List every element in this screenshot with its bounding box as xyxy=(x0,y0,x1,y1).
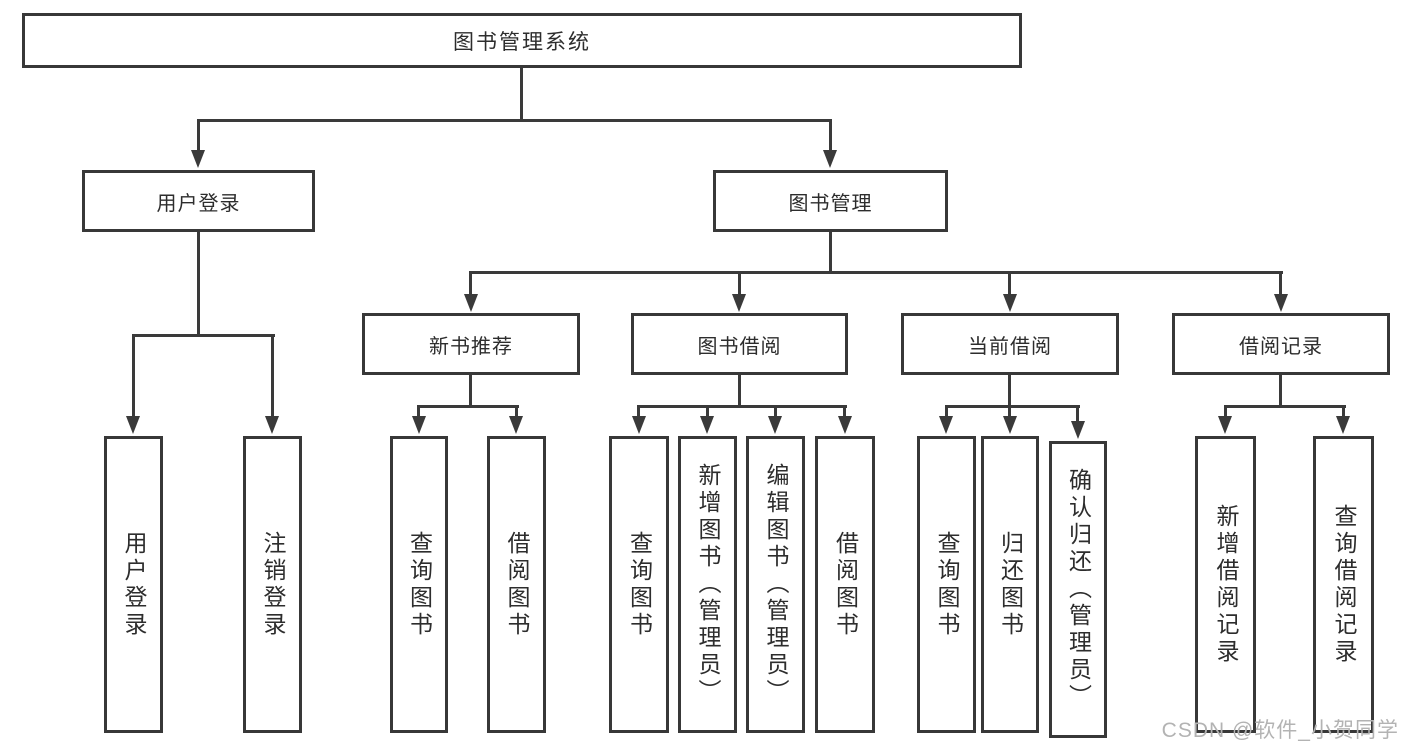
connector-line xyxy=(1342,407,1345,418)
arrow-down-icon xyxy=(768,416,782,434)
leaf-query-books-recommend: 查询图书 xyxy=(390,436,448,733)
leaf-edit-book-admin: 编辑图书（管理员） xyxy=(746,436,805,733)
connector-line xyxy=(132,334,275,337)
arrow-down-icon xyxy=(1336,416,1350,434)
node-book-management: 图书管理 xyxy=(713,170,948,232)
connector-line xyxy=(197,121,200,152)
arrow-down-icon xyxy=(1071,421,1085,439)
leaf-label: 新增借阅记录 xyxy=(1213,503,1239,666)
leaf-query-borrow-record: 查询借阅记录 xyxy=(1313,436,1374,733)
connector-line xyxy=(706,407,709,418)
node-current-borrow: 当前借阅 xyxy=(901,313,1119,375)
leaf-confirm-return-admin: 确认归还（管理员） xyxy=(1049,441,1107,738)
arrow-down-icon xyxy=(838,416,852,434)
arrow-down-icon xyxy=(126,416,140,434)
leaf-label: 新增图书（管理员） xyxy=(695,463,721,706)
arrow-down-icon xyxy=(823,150,837,168)
connector-line xyxy=(1076,407,1079,423)
leaf-label: 用户登录 xyxy=(121,530,147,639)
arrow-down-icon xyxy=(412,416,426,434)
leaf-label: 借阅图书 xyxy=(504,530,530,639)
connector-line xyxy=(417,405,519,408)
connector-line xyxy=(1224,405,1346,408)
leaf-query-books-borrow: 查询图书 xyxy=(609,436,669,733)
connector-line xyxy=(469,271,1283,274)
leaf-borrow-books: 借阅图书 xyxy=(815,436,875,733)
connector-line xyxy=(132,336,135,418)
node-new-book-recommend: 新书推荐 xyxy=(362,313,580,375)
connector-line xyxy=(1279,375,1282,408)
arrow-down-icon xyxy=(1003,294,1017,312)
node-user-login: 用户登录 xyxy=(82,170,315,232)
arrow-down-icon xyxy=(632,416,646,434)
leaf-user-login: 用户登录 xyxy=(104,436,163,733)
arrow-down-icon xyxy=(191,150,205,168)
node-borrow-records: 借阅记录 xyxy=(1172,313,1390,375)
arrow-down-icon xyxy=(464,294,478,312)
leaf-label: 查询图书 xyxy=(934,530,960,639)
connector-line xyxy=(469,375,472,408)
connector-line xyxy=(945,407,948,418)
connector-line xyxy=(637,407,640,418)
connector-line xyxy=(1279,273,1282,295)
leaf-return-book: 归还图书 xyxy=(981,436,1039,733)
leaf-add-book-admin: 新增图书（管理员） xyxy=(678,436,737,733)
leaf-label: 编辑图书（管理员） xyxy=(763,463,789,706)
connector-line xyxy=(271,336,274,418)
connector-line xyxy=(417,407,420,418)
csdn-watermark: CSDN @软件_小贺同学 xyxy=(1161,719,1399,742)
node-book-borrow: 图书借阅 xyxy=(631,313,848,375)
connector-line xyxy=(774,407,777,418)
connector-line xyxy=(1008,273,1011,295)
connector-line xyxy=(197,119,832,122)
leaf-label: 查询图书 xyxy=(626,530,653,639)
leaf-logout: 注销登录 xyxy=(243,436,302,733)
connector-line xyxy=(1008,407,1011,418)
leaf-add-borrow-record: 新增借阅记录 xyxy=(1195,436,1256,733)
arrow-down-icon xyxy=(265,416,279,434)
connector-line xyxy=(197,232,200,336)
leaf-borrow-books-recommend: 借阅图书 xyxy=(487,436,546,733)
connector-line xyxy=(945,405,1080,408)
connector-line xyxy=(637,405,847,408)
arrow-down-icon xyxy=(1218,416,1232,434)
connector-line xyxy=(829,121,832,152)
leaf-label: 查询图书 xyxy=(406,530,433,639)
leaf-label: 注销登录 xyxy=(260,530,286,639)
connector-line xyxy=(843,407,846,418)
arrow-down-icon xyxy=(1003,416,1017,434)
connector-line xyxy=(738,375,741,408)
arrow-down-icon xyxy=(939,416,953,434)
arrow-down-icon xyxy=(509,416,523,434)
node-root: 图书管理系统 xyxy=(22,13,1022,68)
leaf-label: 确认归还（管理员） xyxy=(1065,468,1092,711)
connector-line xyxy=(1008,375,1011,408)
leaf-label: 查询借阅记录 xyxy=(1331,503,1357,666)
leaf-label: 归还图书 xyxy=(997,530,1024,639)
arrow-down-icon xyxy=(732,294,746,312)
leaf-query-books-current: 查询图书 xyxy=(917,436,976,733)
connector-line xyxy=(1224,407,1227,418)
connector-line xyxy=(469,273,472,295)
arrow-down-icon xyxy=(700,416,714,434)
connector-line xyxy=(520,68,523,121)
arrow-down-icon xyxy=(1274,294,1288,312)
connector-line xyxy=(738,273,741,295)
connector-line xyxy=(515,407,518,418)
connector-line xyxy=(829,232,832,273)
leaf-label: 借阅图书 xyxy=(832,530,859,639)
